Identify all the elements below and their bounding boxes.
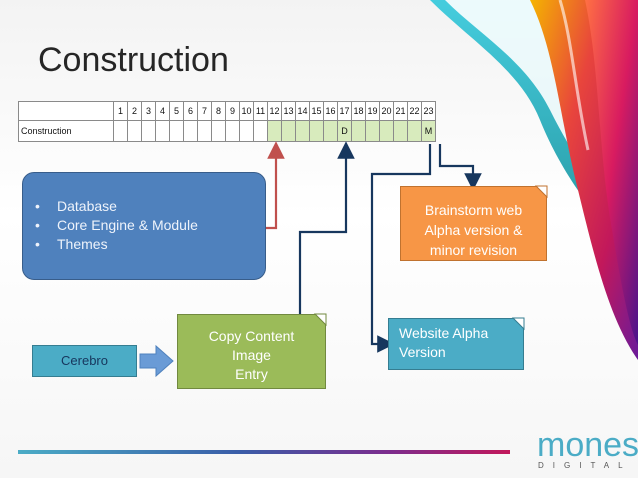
week-cell (407, 120, 422, 142)
copy-content-line: Copy Content (208, 328, 295, 344)
connector-database-to-week12 (266, 141, 285, 230)
connector-week23-to-brainstorm (438, 144, 482, 191)
week-header: 23 (421, 101, 436, 121)
week-cell (197, 120, 212, 142)
week-header: 3 (141, 101, 156, 121)
week-header: 14 (295, 101, 310, 121)
footer-line (18, 450, 510, 454)
week-header: 15 (309, 101, 324, 121)
week-header: 13 (281, 101, 296, 121)
week-cell (309, 120, 324, 142)
block-arrow-cerebro-to-copy (139, 344, 174, 378)
week-cell (155, 120, 170, 142)
cerebro-box: Cerebro (32, 345, 137, 377)
week-header: 8 (211, 101, 226, 121)
week-cell (379, 120, 394, 142)
brainstorm-line: Brainstorm web (424, 202, 523, 218)
week-cell (365, 120, 380, 142)
list-item: • Themes (35, 235, 265, 254)
fold-copy (313, 313, 327, 327)
website-alpha-line: Version (399, 344, 446, 360)
brand-tagline: DIGITAL (538, 461, 632, 470)
week-header: 9 (225, 101, 240, 121)
week-header: 21 (393, 101, 408, 121)
week-cell (127, 120, 142, 142)
week-cell (141, 120, 156, 142)
week-header: 18 (351, 101, 366, 121)
database-box: • Database • Core Engine & Module • Themes (22, 172, 266, 280)
bullet: • (35, 217, 40, 233)
copy-content-line: Entry (235, 366, 268, 382)
copy-content-box: Copy Content Image Entry (177, 314, 326, 389)
week-header: 19 (365, 101, 380, 121)
list-item-text: Core Engine & Module (57, 217, 198, 233)
wave-magenta (585, 0, 638, 345)
week-cell (239, 120, 254, 142)
list-item: • Core Engine & Module (35, 216, 265, 235)
fold-brainstorm (534, 185, 548, 199)
list-item-text: Themes (57, 236, 108, 252)
list-item-text: Database (57, 198, 117, 214)
brand-logo: mones (537, 426, 638, 464)
copy-content-line: Image (232, 347, 271, 363)
list-item: • Database (35, 197, 265, 216)
week-header: 6 (183, 101, 198, 121)
week-cell (225, 120, 240, 142)
week-header: 20 (379, 101, 394, 121)
connector-week23-to-alpha (370, 144, 432, 353)
fold-alpha (511, 317, 525, 331)
gantt-header-corner (18, 101, 114, 121)
milestone-marker: M (421, 120, 436, 142)
gantt-row-label: Construction (18, 120, 114, 142)
week-cell (253, 120, 268, 142)
brainstorm-line: Alpha version & (424, 222, 523, 238)
bullet: • (35, 236, 40, 252)
week-cell (169, 120, 184, 142)
page-title: Construction (38, 41, 229, 79)
week-header: 22 (407, 101, 422, 121)
bullet: • (35, 198, 40, 214)
website-alpha-line: Website Alpha (399, 325, 489, 341)
brainstorm-box: Brainstorm web Alpha version & minor rev… (400, 186, 547, 261)
connector-copy-to-week17 (298, 141, 355, 314)
wave-highlight (558, 0, 590, 151)
week-cell (211, 120, 226, 142)
brainstorm-line: minor revision (429, 242, 518, 258)
database-list: • Database • Core Engine & Module • Themes (23, 173, 265, 254)
website-alpha-box: Website Alpha Version (388, 318, 524, 370)
